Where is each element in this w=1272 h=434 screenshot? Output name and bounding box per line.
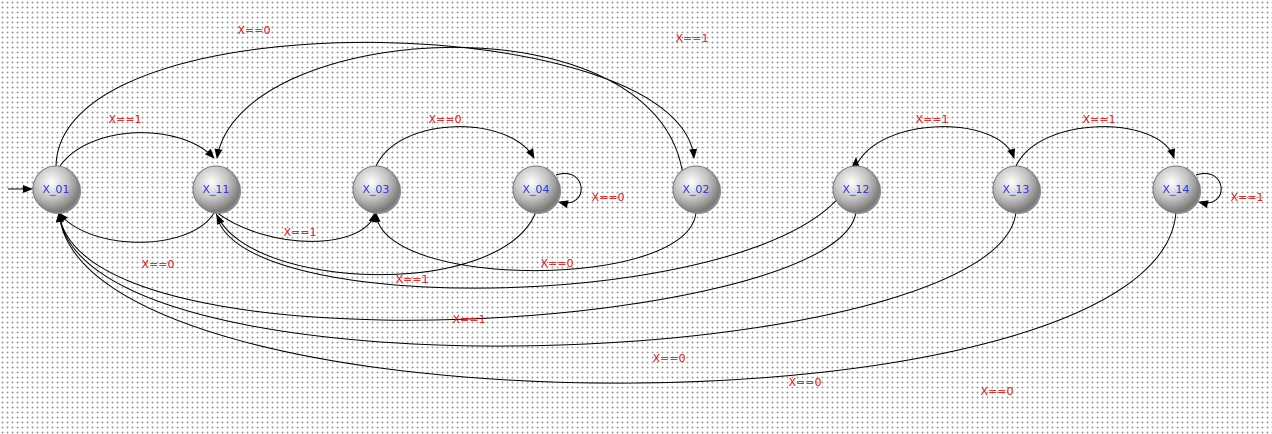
state-circle <box>1152 165 1200 213</box>
transition-label-x-11-to-x-12: X==1 <box>453 313 486 326</box>
transition-label-x-13-to-x-01: X==0 <box>789 376 822 389</box>
transition-label-x-04-to-x-04: X==0 <box>592 191 625 204</box>
transition-edge-x-11-to-x-12 <box>215 157 860 289</box>
transition-label-x-11-to-x-01: X==0 <box>142 258 175 271</box>
transition-edge-x-11-to-x-01 <box>58 212 215 243</box>
state-node-x-01[interactable]: X_01 <box>32 165 81 214</box>
transition-edge-x-02-to-x-03 <box>372 211 697 272</box>
transition-edge-x-03-to-x-04 <box>375 126 535 167</box>
transition-label-x-12-to-x-01: X==0 <box>653 352 686 365</box>
state-node-x-04[interactable]: X_04 <box>512 165 561 214</box>
state-label: X_01 <box>42 183 69 196</box>
state-node-x-03[interactable]: X_03 <box>352 165 401 214</box>
transition-edge-x-01-to-x-11 <box>59 132 215 167</box>
transition-label-x-11-to-x-03: X==1 <box>284 226 317 239</box>
transition-label-x-04-to-x-11: X==1 <box>396 273 429 286</box>
state-node-x-12[interactable]: X_12 <box>832 165 881 214</box>
transition-edge-x-01-to-x-02 <box>55 41 698 167</box>
transition-label-x-14-to-x-14: X==1 <box>1231 191 1264 204</box>
transition-label-x-14-to-x-01: X==0 <box>981 385 1014 398</box>
state-circle <box>992 165 1040 213</box>
transition-edge-x-11-to-x-03 <box>215 211 377 242</box>
transition-label-x-01-to-x-02: X==0 <box>238 24 271 37</box>
state-circle <box>32 165 80 213</box>
transition-edge-x-13-to-x-14 <box>1015 126 1175 167</box>
state-circle <box>672 165 720 213</box>
transition-edge-x-12-to-x-13 <box>855 126 1015 167</box>
transition-label-x-01-to-x-11: X==1 <box>109 113 142 126</box>
state-label: X_14 <box>1162 183 1189 196</box>
transition-label-x-03-to-x-04: X==0 <box>429 113 462 126</box>
state-node-x-13[interactable]: X_13 <box>992 165 1041 214</box>
transition-edge-x-04-to-x-11 <box>216 211 537 276</box>
state-label: X_03 <box>362 183 389 196</box>
state-label: X_02 <box>682 183 709 196</box>
state-label: X_13 <box>1002 183 1029 196</box>
transition-edge-x-02-to-x-11 <box>214 46 684 177</box>
transition-edge-x-04-to-x-04 <box>555 173 582 209</box>
transition-edge-x-12-to-x-01 <box>56 211 857 321</box>
state-label: X_04 <box>522 183 549 196</box>
transition-edge-x-14-to-x-14 <box>1195 173 1222 209</box>
transition-label-x-02-to-x-03: X==0 <box>541 257 574 270</box>
state-label: X_12 <box>842 183 869 196</box>
state-circle <box>352 165 400 213</box>
state-node-x-02[interactable]: X_02 <box>672 165 721 214</box>
transition-label-x-13-to-x-14: X==1 <box>1083 113 1116 126</box>
state-node-x-11[interactable]: X_11 <box>192 165 241 214</box>
transition-label-x-02-to-x-11: X==1 <box>676 32 709 45</box>
transition-label-x-12-to-x-13: X==1 <box>916 113 949 126</box>
state-node-x-14[interactable]: X_14 <box>1152 165 1201 214</box>
state-circle <box>512 165 560 213</box>
transition-edge-x-13-to-x-01 <box>56 211 1017 347</box>
state-label: X_11 <box>202 183 229 196</box>
state-circle <box>192 165 240 213</box>
transition-edge-x-14-to-x-01 <box>55 211 1177 384</box>
state-circle <box>832 165 880 213</box>
